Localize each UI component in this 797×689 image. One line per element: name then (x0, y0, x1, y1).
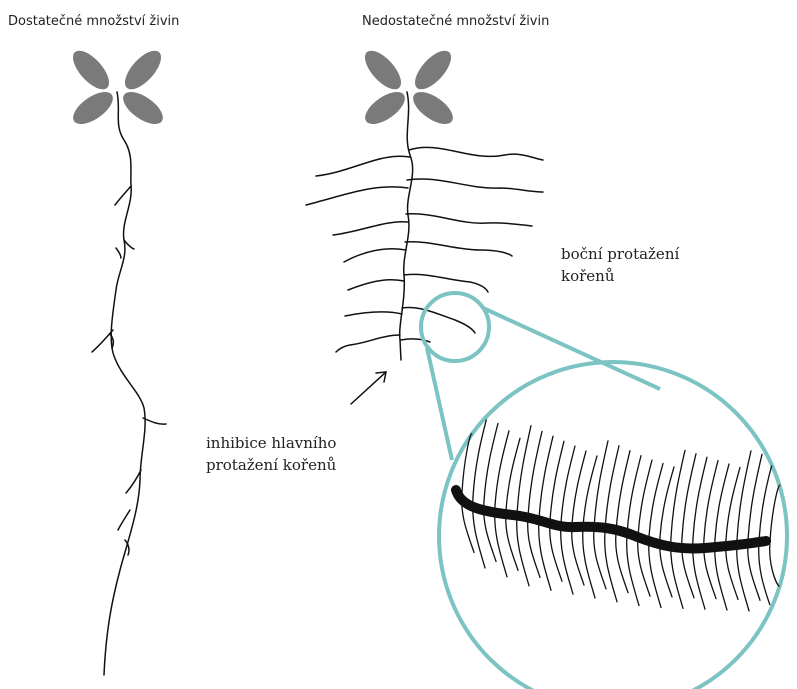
right-lateral-root (344, 249, 406, 262)
right-lateral-root (405, 242, 512, 256)
left-lateral-root (143, 418, 166, 424)
left-leaf-upper-left (67, 45, 115, 95)
right-leaf-upper-left (359, 45, 407, 95)
right-lateral-root (348, 280, 404, 290)
left-plant-leaves (67, 45, 168, 130)
left-lateral-root (115, 186, 131, 205)
left-lateral-root (118, 510, 130, 530)
magnifier-connector-top (483, 308, 660, 389)
right-lateral-root (409, 147, 543, 160)
right-lateral-root (316, 156, 410, 176)
root-hair (770, 541, 779, 586)
right-lateral-root (336, 335, 400, 352)
left-plant (67, 45, 168, 675)
right-leaf-lower-right (408, 86, 458, 130)
inhibition-arrow (351, 372, 386, 404)
right-lateral-root (306, 187, 408, 205)
enlarged-root (456, 490, 766, 549)
right-lateral-root (406, 214, 532, 226)
right-main-root (400, 92, 413, 360)
left-leaf-lower-right (118, 86, 168, 130)
magnifier-small-circle (421, 293, 489, 361)
right-lateral-root (407, 179, 543, 192)
root-hair (495, 431, 509, 506)
left-main-root (104, 92, 145, 675)
right-lateral-root (402, 307, 475, 333)
magnifier-callout (421, 293, 787, 689)
right-leaf-lower-left (360, 86, 410, 130)
magnifier-connector-bottom (427, 348, 452, 460)
right-lateral-root (345, 312, 402, 316)
right-lateral-root (333, 222, 408, 235)
left-root-system (92, 92, 166, 675)
left-leaf-upper-right (119, 45, 167, 95)
right-lateral-root (404, 274, 488, 292)
left-leaf-lower-left (68, 86, 118, 130)
left-lateral-root (116, 248, 121, 258)
root-hair (759, 541, 770, 605)
arrow-shaft (351, 372, 386, 404)
root-hair (759, 466, 772, 541)
right-leaf-upper-right (409, 45, 457, 95)
root-hair (770, 485, 780, 541)
